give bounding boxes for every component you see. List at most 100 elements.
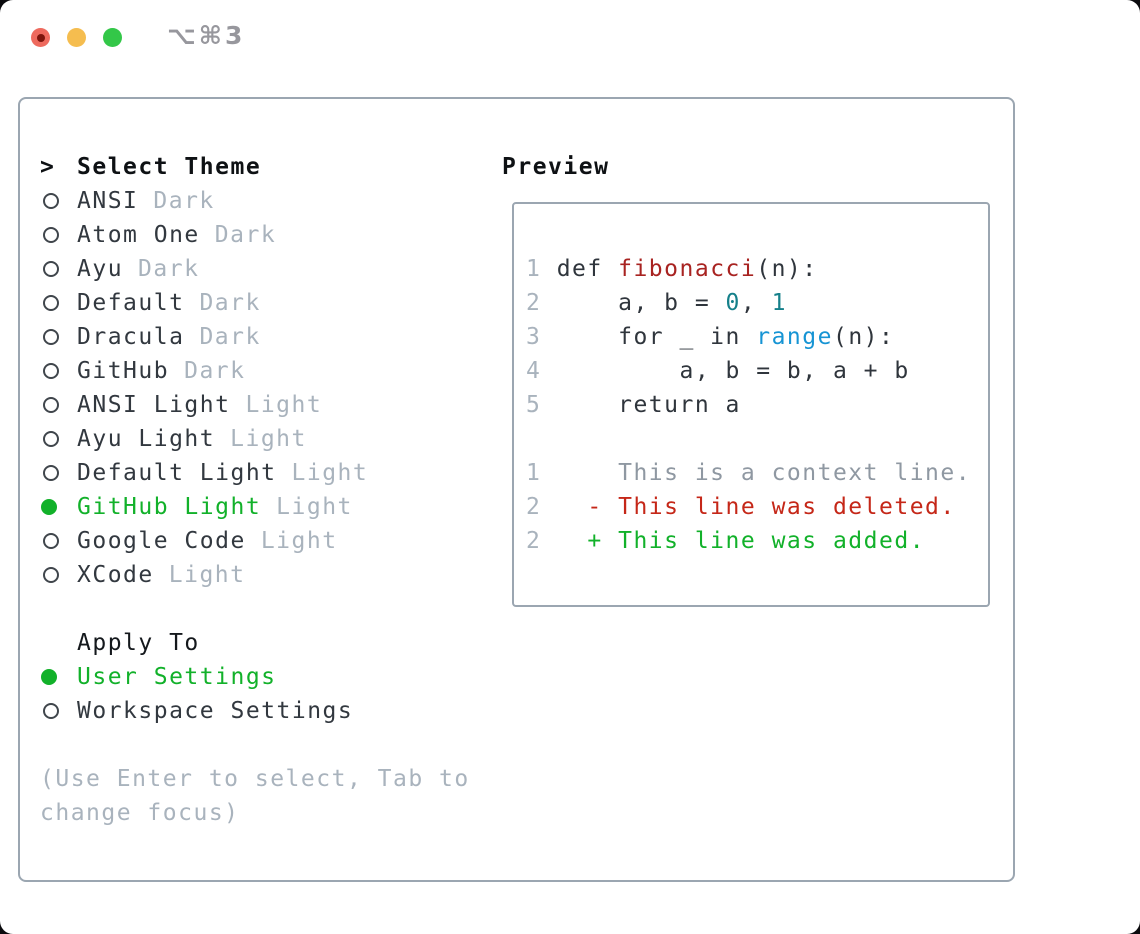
hollow-circle-icon [43,193,59,209]
theme-variant-label: Dark [214,222,277,248]
close-button[interactable] [31,28,50,47]
code-line: 4 a, b = b, a + b [526,354,988,388]
code-token: 0 [725,290,741,316]
theme-variant-label: Dark [153,188,215,214]
code-token: (n): [832,324,895,350]
code-line: 1 def fibonacci(n): [526,252,988,286]
filled-dot-icon [41,499,57,515]
code-line: 2 + This line was added. [526,524,988,558]
option-label: Default [77,290,185,316]
code-token: This is a context line. [541,460,972,486]
apply-to-title: Apply To [77,630,200,656]
zoom-button[interactable] [103,28,122,47]
help-text: (Use Enter to select, Tab to change focu… [40,766,470,826]
radio-icon [40,465,77,481]
theme-variant-label: Light [245,392,323,418]
code-token: a, b = [541,290,726,316]
selected-radio-icon [40,499,77,515]
apply-to-option[interactable]: User Settings [40,660,505,694]
filled-dot-icon [41,669,57,685]
code-token: 3 [526,324,542,350]
radio-icon [40,431,77,447]
code-token: 1 [526,460,542,486]
code-line: 1 This is a context line. [526,456,988,490]
select-theme-title: Select Theme [77,154,262,180]
code-token: (n): [756,256,818,282]
theme-option[interactable]: Default Dark [40,286,505,320]
code-line: 5 return a [526,388,988,422]
theme-option[interactable]: Atom One Dark [40,218,505,252]
hollow-circle-icon [43,397,59,413]
option-label: Ayu Light [77,426,216,452]
theme-option[interactable]: Ayu Light Light [40,422,505,456]
theme-variant-label: Dark [199,290,261,316]
hollow-circle-icon [43,329,59,345]
selected-radio-icon [40,669,77,685]
theme-variant-label: Dark [199,324,261,350]
code-token: + This line was added. [541,528,926,554]
radio-icon [40,329,77,345]
option-label: Atom One [77,222,200,248]
code-token: range [756,324,833,350]
code-line [526,422,988,456]
code-line: 3 for _ in range(n): [526,320,988,354]
prompt-cursor-icon: > [40,154,56,180]
theme-variant-label: Dark [138,256,200,282]
code-token: 1 [526,256,542,282]
theme-variant-label: Dark [184,358,246,384]
radio-icon [40,703,77,719]
theme-option[interactable]: GitHub Light Light [40,490,505,524]
code-line: 2 a, b = 0, 1 [526,286,988,320]
select-theme-header-row: > Select Theme [40,150,505,184]
hollow-circle-icon [43,533,59,549]
section-spacer [40,592,505,626]
option-label: User Settings [77,664,277,690]
theme-variant-label: Light [276,494,353,520]
theme-variant-label: Light [230,426,307,452]
code-token: 4 [526,358,542,384]
code-token: a, b = b, a + b [541,358,910,384]
preview-title: Preview [502,154,610,180]
code-token: - This line was deleted. [541,494,956,520]
code-token: for _ in [541,324,757,350]
radio-icon [40,227,77,243]
code-token: 2 [526,290,542,316]
option-label: GitHub Light [77,494,262,520]
code-token: fibonacci [618,256,757,282]
code-token: 1 [771,290,787,316]
radio-icon [40,533,77,549]
titlebar: ⌥⌘3 [0,0,1140,75]
radio-icon [40,295,77,311]
traffic-lights [31,28,122,47]
hollow-circle-icon [43,431,59,447]
option-label: Default Light [77,460,277,486]
hollow-circle-icon [43,295,59,311]
apply-to-option[interactable]: Workspace Settings [40,694,505,728]
apply-to-header-row: Apply To [40,626,505,660]
radio-icon [40,397,77,413]
hollow-circle-icon [43,465,59,481]
code-token: 2 [526,528,542,554]
minimize-button[interactable] [67,28,86,47]
window-title: ⌥⌘3 [167,21,246,50]
hollow-circle-icon [43,567,59,583]
hollow-circle-icon [43,227,59,243]
option-label: XCode [77,562,154,588]
hollow-circle-icon [43,261,59,277]
radio-icon [40,363,77,379]
theme-variant-label: Light [260,528,338,554]
